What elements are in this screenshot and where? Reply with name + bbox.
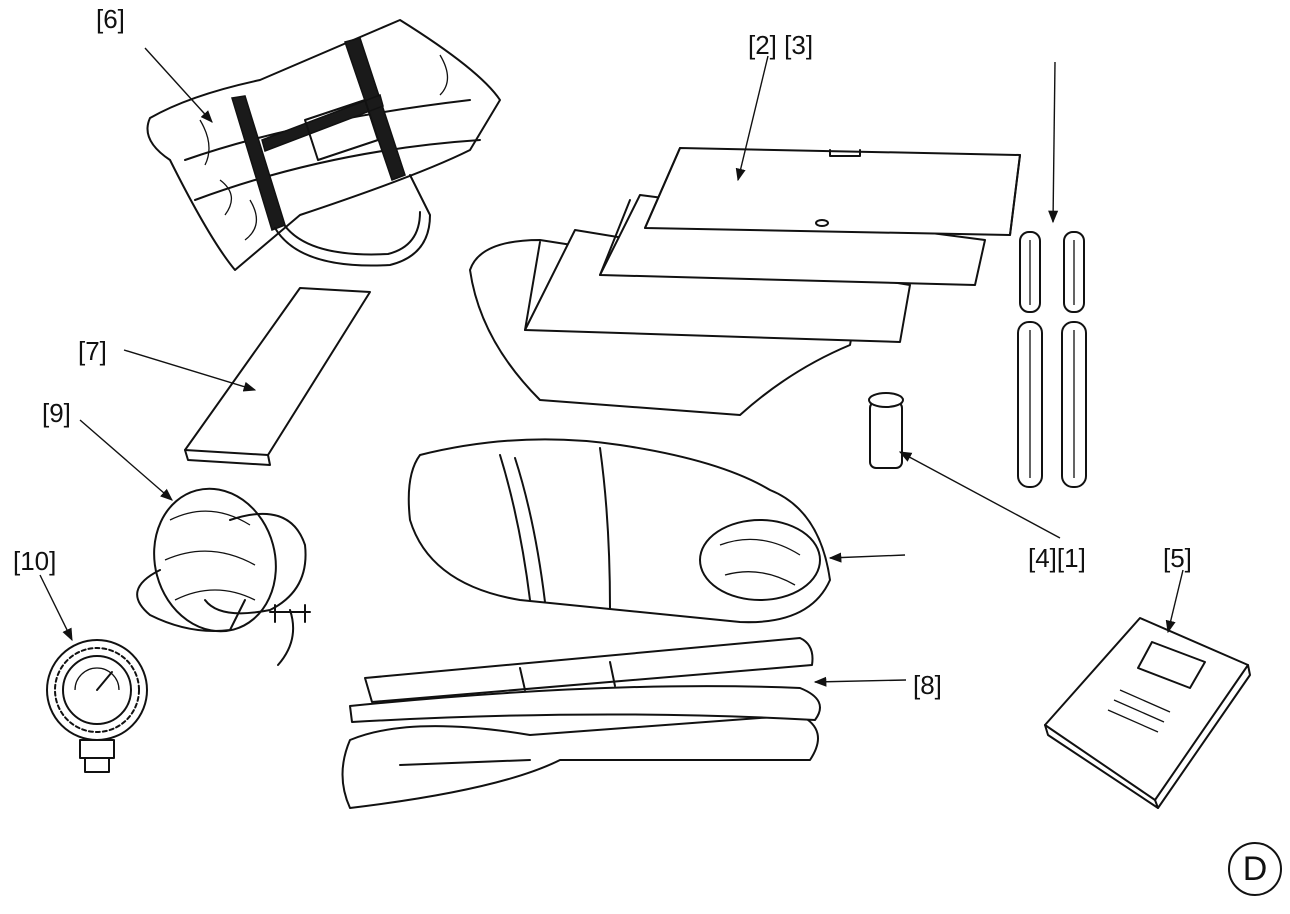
- oars: [341, 637, 821, 809]
- arrow-oars: [813, 676, 907, 687]
- folded-boat: [407, 438, 831, 624]
- arrow-bag: [144, 47, 213, 123]
- bench-seat: [184, 287, 371, 466]
- leader-lines: [39, 47, 1184, 687]
- label-oars: [8]: [913, 670, 942, 700]
- floor-boards: [469, 147, 1021, 416]
- arrow-boat: [828, 552, 906, 563]
- pressure-gauge: [46, 639, 148, 773]
- label-gauge: [10]: [13, 546, 57, 576]
- label-manual: [5]: [1163, 543, 1192, 573]
- label-bench: [7]: [78, 336, 107, 366]
- figure-badge: D: [1228, 842, 1282, 896]
- label-valve-parts: [4][1]: [1028, 543, 1086, 573]
- arrow-pump: [79, 419, 173, 501]
- arrow-bench: [123, 349, 257, 392]
- label-bag: [6]: [96, 4, 125, 34]
- arrow-gauge: [39, 574, 73, 642]
- foot-pump: [136, 487, 311, 666]
- valve-canister: [868, 392, 904, 469]
- label-floorboards: [2] [3]: [748, 30, 814, 60]
- arrow-manual: [1165, 569, 1184, 634]
- tube-pieces: [1017, 231, 1087, 488]
- manual-booklet: [1044, 617, 1251, 809]
- arrow-tubes: [1048, 61, 1059, 224]
- carry-bag: [146, 19, 501, 271]
- arrow-valve: [898, 451, 1061, 539]
- label-pump: [9]: [42, 398, 71, 428]
- arrow-floorboards: [735, 55, 769, 182]
